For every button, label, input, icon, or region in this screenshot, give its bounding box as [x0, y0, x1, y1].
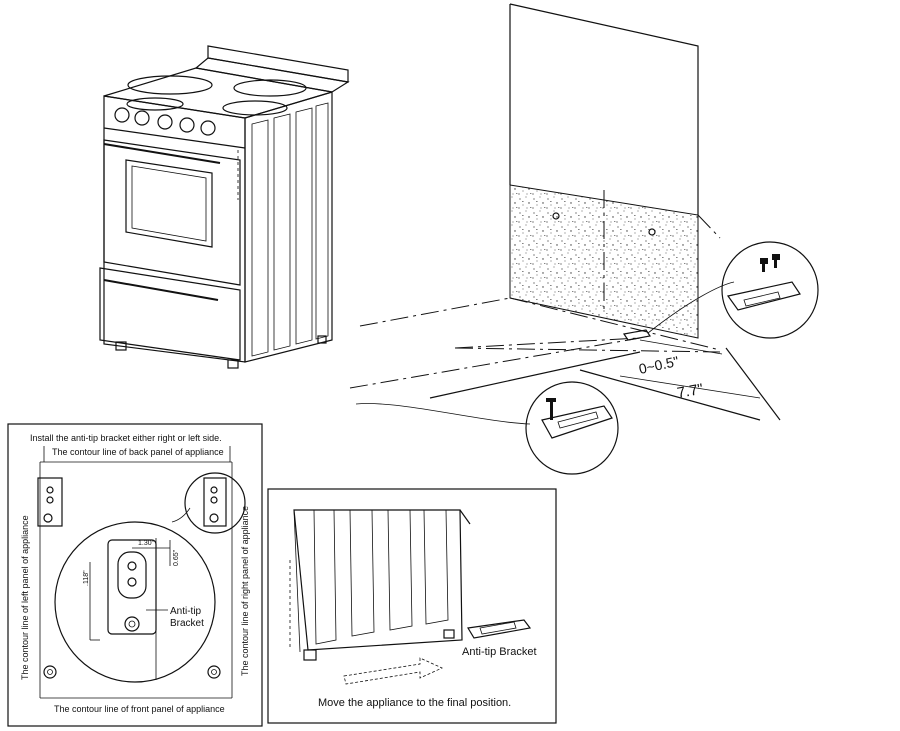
dim-vertical-label: 0.65" — [173, 549, 180, 566]
dim-horizontal-label: 1.30" — [138, 540, 155, 547]
control-knob-icon — [114, 107, 216, 136]
right-panel-label: The contour line of right panel of appli… — [240, 506, 250, 676]
screw-icon — [760, 254, 780, 272]
left-panel-label: The contour line of left panel of applia… — [20, 515, 30, 680]
bracket-label-line2: Bracket — [170, 618, 204, 629]
install-note: Install the anti-tip bracket either righ… — [30, 433, 222, 443]
anti-tip-bracket-icon — [37, 477, 63, 527]
gap-dimension-label: 0~0.5" — [637, 353, 680, 377]
bracket-screws-zoom — [721, 241, 819, 339]
front-panel-label: The contour line of front panel of appli… — [54, 704, 225, 714]
range-appliance-illustration — [99, 45, 350, 369]
wall-floor-installation-view: 0~0.5" 7.7" — [349, 3, 819, 475]
final-position-caption: Move the appliance to the final position… — [318, 697, 511, 709]
distance-dimension-label: 7.7" — [676, 381, 705, 402]
dim-side-label: .118" — [83, 570, 90, 586]
back-panel-label: The contour line of back panel of applia… — [52, 447, 224, 457]
final-bracket-label: Anti-tip Bracket — [462, 646, 537, 658]
bracket-label-line1: Anti-tip — [170, 606, 202, 617]
final-position-panel: Anti-tip Bracket Move the appliance to t… — [267, 488, 557, 724]
bracket-bolt-zoom — [525, 381, 619, 475]
anti-tip-bracket-icon — [184, 472, 246, 534]
bracket-layout-panel: Install the anti-tip bracket either righ… — [7, 423, 263, 727]
